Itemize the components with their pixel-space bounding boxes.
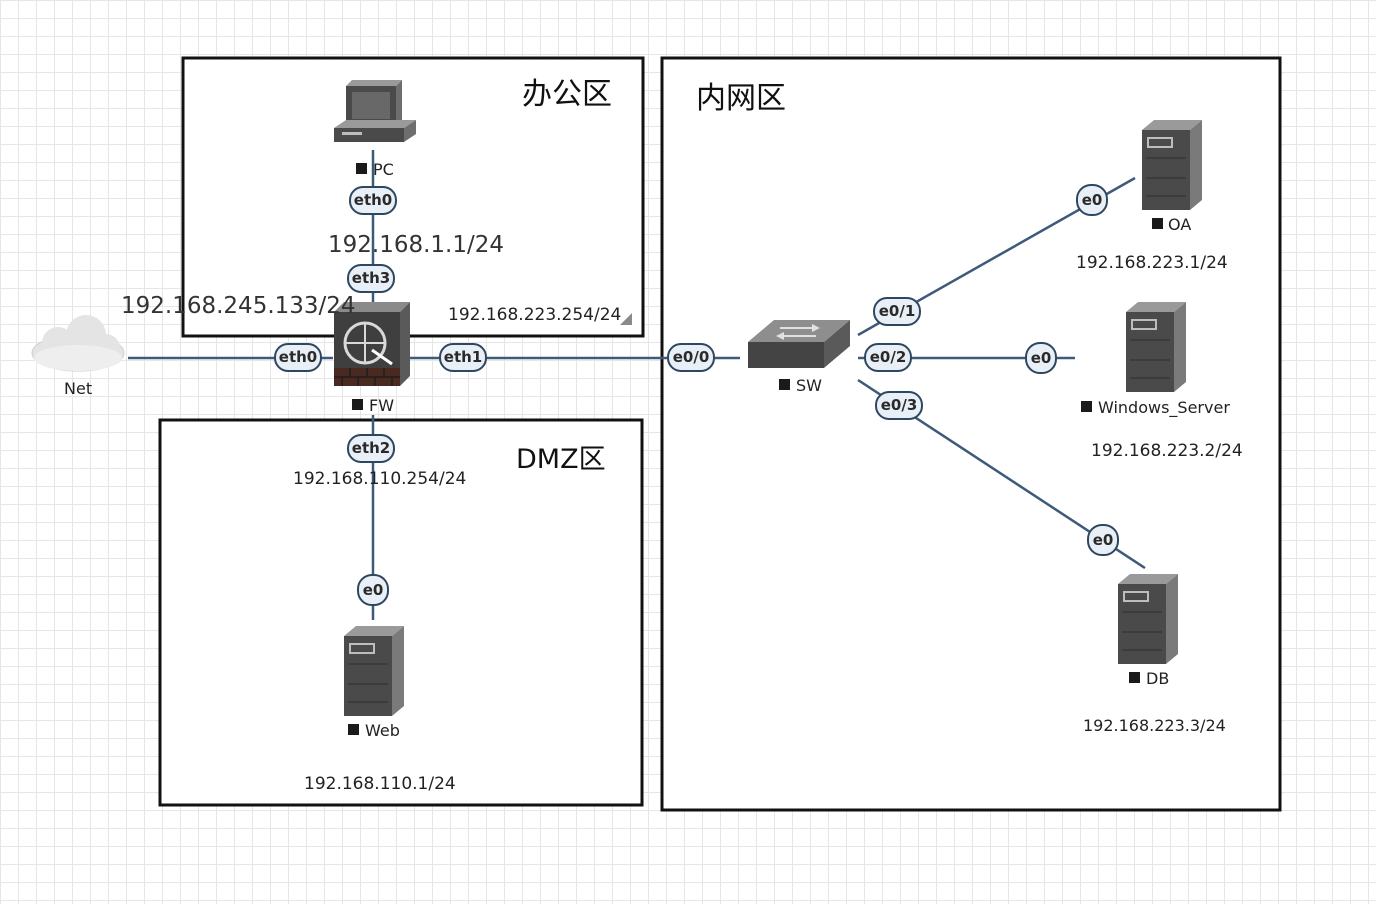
office-zone-title: 办公区: [522, 77, 612, 112]
ip-db: 192.168.223.3/24: [1083, 716, 1226, 735]
ip-oa: 192.168.223.1/24: [1076, 253, 1228, 273]
server-icon: [1125, 301, 1187, 393]
ip-fw-internal: 192.168.223.254/24: [448, 305, 621, 325]
resize-handle-icon: [620, 313, 632, 325]
server-icon: [343, 625, 405, 717]
port-pc-eth0[interactable]: eth0: [349, 186, 397, 215]
windows-server-label: Windows_Server: [1098, 398, 1230, 418]
db-node[interactable]: DB: [1117, 573, 1179, 688]
port-sw-e0-0[interactable]: e0/0: [667, 343, 715, 372]
switch-icon: [748, 320, 850, 368]
net-node[interactable]: Net: [31, 315, 125, 398]
fw-node[interactable]: FW: [334, 302, 410, 415]
port-label: e0/0: [673, 348, 710, 366]
port-db-e0[interactable]: e0: [1087, 524, 1119, 556]
port-sw-e0-1[interactable]: e0/1: [873, 297, 921, 326]
port-sw-e0-2[interactable]: e0/2: [864, 343, 912, 372]
status-square-icon: [779, 379, 790, 390]
windows-server-node[interactable]: Windows_Server: [1081, 301, 1230, 418]
port-label: eth2: [352, 439, 390, 457]
sw-node[interactable]: SW: [748, 320, 850, 395]
port-label: eth1: [444, 348, 482, 366]
ip-fw-dmz: 192.168.110.254/24: [293, 469, 466, 489]
fw-label: FW: [369, 396, 394, 415]
ip-windows-server: 192.168.223.2/24: [1091, 441, 1243, 461]
port-label: e0: [1093, 531, 1114, 549]
status-square-icon: [1129, 672, 1140, 683]
port-label: e0/3: [881, 396, 918, 414]
ip-fw-external: 192.168.245.133/24: [121, 293, 356, 319]
ip-web: 192.168.110.1/24: [304, 774, 456, 794]
status-square-icon: [1152, 218, 1163, 229]
port-label: eth0: [354, 191, 392, 209]
port-label: eth3: [352, 269, 390, 287]
port-sw-e0-3[interactable]: e0/3: [875, 391, 923, 420]
pc-label: PC: [373, 160, 394, 179]
web-label: Web: [365, 721, 400, 740]
port-fw-eth1[interactable]: eth1: [439, 343, 487, 372]
port-label: e0: [1082, 191, 1103, 209]
port-fw-eth0[interactable]: eth0: [274, 343, 322, 372]
dmz-zone-title: DMZ区: [516, 444, 606, 475]
dmz-zone-box: [158, 418, 644, 807]
port-fw-eth2[interactable]: eth2: [347, 434, 395, 463]
status-square-icon: [352, 399, 363, 410]
port-web-e0[interactable]: e0: [357, 574, 389, 606]
status-square-icon: [348, 724, 359, 735]
pc-node[interactable]: PC: [334, 80, 416, 179]
port-label: eth0: [279, 348, 317, 366]
oa-node[interactable]: OA: [1141, 119, 1203, 234]
status-square-icon: [356, 163, 367, 174]
port-label: e0: [1031, 349, 1052, 367]
office-zone-box: [181, 56, 645, 338]
port-fw-eth3[interactable]: eth3: [347, 264, 395, 293]
port-label: e0: [363, 581, 384, 599]
oa-label: OA: [1168, 215, 1191, 234]
desktop-computer-icon: [334, 80, 416, 142]
db-label: DB: [1146, 669, 1169, 688]
ip-office-net: 192.168.1.1/24: [328, 232, 504, 258]
port-label: e0/1: [879, 302, 916, 320]
status-square-icon: [1081, 401, 1092, 412]
server-icon: [1141, 119, 1203, 211]
sw-label: SW: [796, 376, 822, 395]
port-oa-e0[interactable]: e0: [1076, 184, 1108, 216]
port-windows-e0[interactable]: e0: [1025, 342, 1057, 374]
net-label: Net: [64, 379, 92, 398]
port-label: e0/2: [870, 348, 907, 366]
web-node[interactable]: Web: [343, 625, 405, 740]
cloud-icon: [31, 315, 125, 372]
server-icon: [1117, 573, 1179, 665]
firewall-icon: [334, 302, 410, 386]
intranet-zone-title: 内网区: [696, 81, 786, 116]
